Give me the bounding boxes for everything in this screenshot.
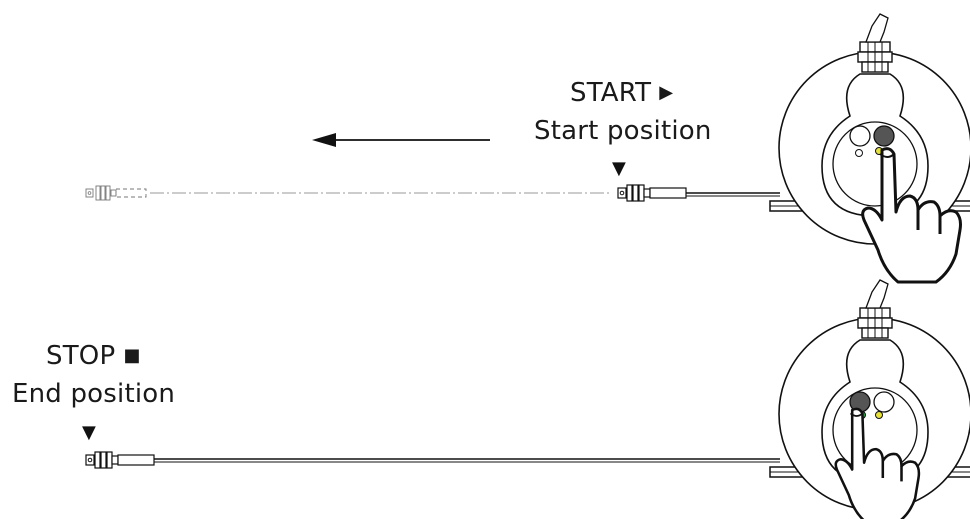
top-scene [85,13,970,284]
stop-label: STOP ■ [46,341,141,371]
stop-icon: ■ [123,345,141,366]
play-icon: ▶ [659,82,674,103]
start-label: START ▶ [570,78,673,108]
stop-text: STOP [46,341,116,371]
led-yellow-bottom [875,411,883,419]
ghost-sensor-icon [85,185,147,201]
led-left-off [855,149,863,157]
start-position-label: Start position [534,116,712,146]
button-right-top-pressed [873,125,895,147]
start-marker-down-icon: ▼ [612,158,626,179]
bottom-scene [85,279,970,519]
sensor-start-icon [617,184,687,202]
end-position-label: End position [12,379,176,409]
sensor-end-icon [85,451,155,469]
start-text: START [570,78,652,108]
button-right-bottom [873,391,895,413]
pull-direction-arrow [312,133,490,147]
button-left-top [849,125,871,147]
end-marker-down-icon: ▼ [82,422,96,443]
